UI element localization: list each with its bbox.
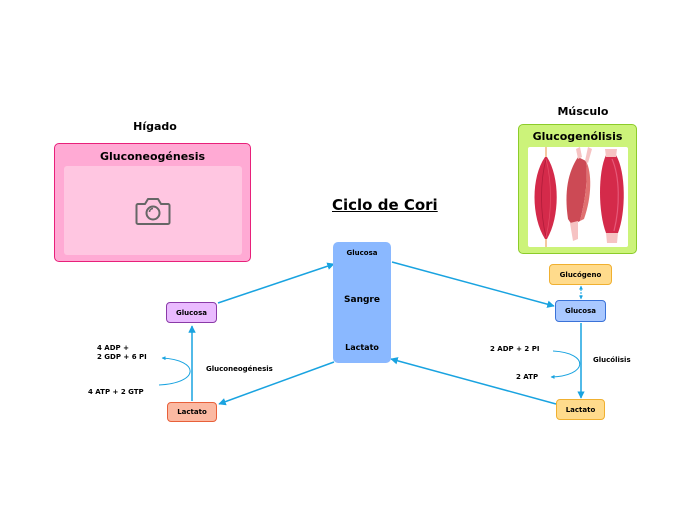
muscle-input-label: 2 ADP + 2 PI bbox=[490, 345, 540, 353]
diagram-title: Ciclo de Cori bbox=[332, 196, 438, 214]
camera-icon bbox=[135, 197, 171, 225]
blood-glucose-label: Glucosa bbox=[346, 249, 378, 257]
gluconeogenesis-label: Gluconeogénesis bbox=[206, 365, 273, 373]
muscle-illustration-icon bbox=[534, 147, 624, 247]
blood-node[interactable]: Glucosa Sangre Lactato bbox=[333, 242, 391, 363]
blood-lactate-label: Lactato bbox=[345, 343, 379, 352]
liver-input-label: 4 ATP + 2 GTP bbox=[88, 388, 144, 396]
liver-lactate-node[interactable]: Lactato bbox=[167, 402, 217, 422]
muscle-glycogen-node[interactable]: Glucógeno bbox=[549, 264, 612, 285]
liver-output-line1: 4 ADP + bbox=[97, 344, 129, 352]
muscle-section-label: Músculo bbox=[557, 105, 609, 118]
muscle-panel: Glucogenólisis bbox=[518, 124, 637, 254]
muscle-panel-title: Glucogenólisis bbox=[532, 130, 623, 143]
arrow-blood-to-muscle-glucose bbox=[391, 261, 555, 308]
liver-image-placeholder[interactable] bbox=[64, 166, 242, 255]
blood-center-label: Sangre bbox=[344, 295, 380, 305]
arrow-blood-to-liver-lactate bbox=[218, 361, 335, 406]
muscle-image[interactable] bbox=[528, 147, 628, 247]
liver-glucose-node[interactable]: Glucosa bbox=[166, 302, 217, 323]
muscle-output-label: 2 ATP bbox=[516, 373, 539, 381]
glycolysis-label: Glucólisis bbox=[593, 356, 631, 364]
arrow-liver-glucose-to-blood bbox=[217, 262, 335, 304]
liver-section-label: Hígado bbox=[133, 120, 177, 133]
arrow-liver-energy-curve bbox=[158, 356, 191, 386]
liver-panel: Gluconeogénesis bbox=[54, 143, 251, 262]
muscle-lactate-node[interactable]: Lactato bbox=[556, 399, 605, 420]
liver-panel-title: Gluconeogénesis bbox=[99, 150, 206, 163]
arrow-muscle-energy-curve bbox=[550, 350, 581, 379]
muscle-glucose-node[interactable]: Glucosa bbox=[555, 300, 606, 322]
arrow-muscle-lactate-to-blood bbox=[390, 357, 557, 405]
liver-output-line2: 2 GDP + 6 PI bbox=[97, 353, 147, 361]
